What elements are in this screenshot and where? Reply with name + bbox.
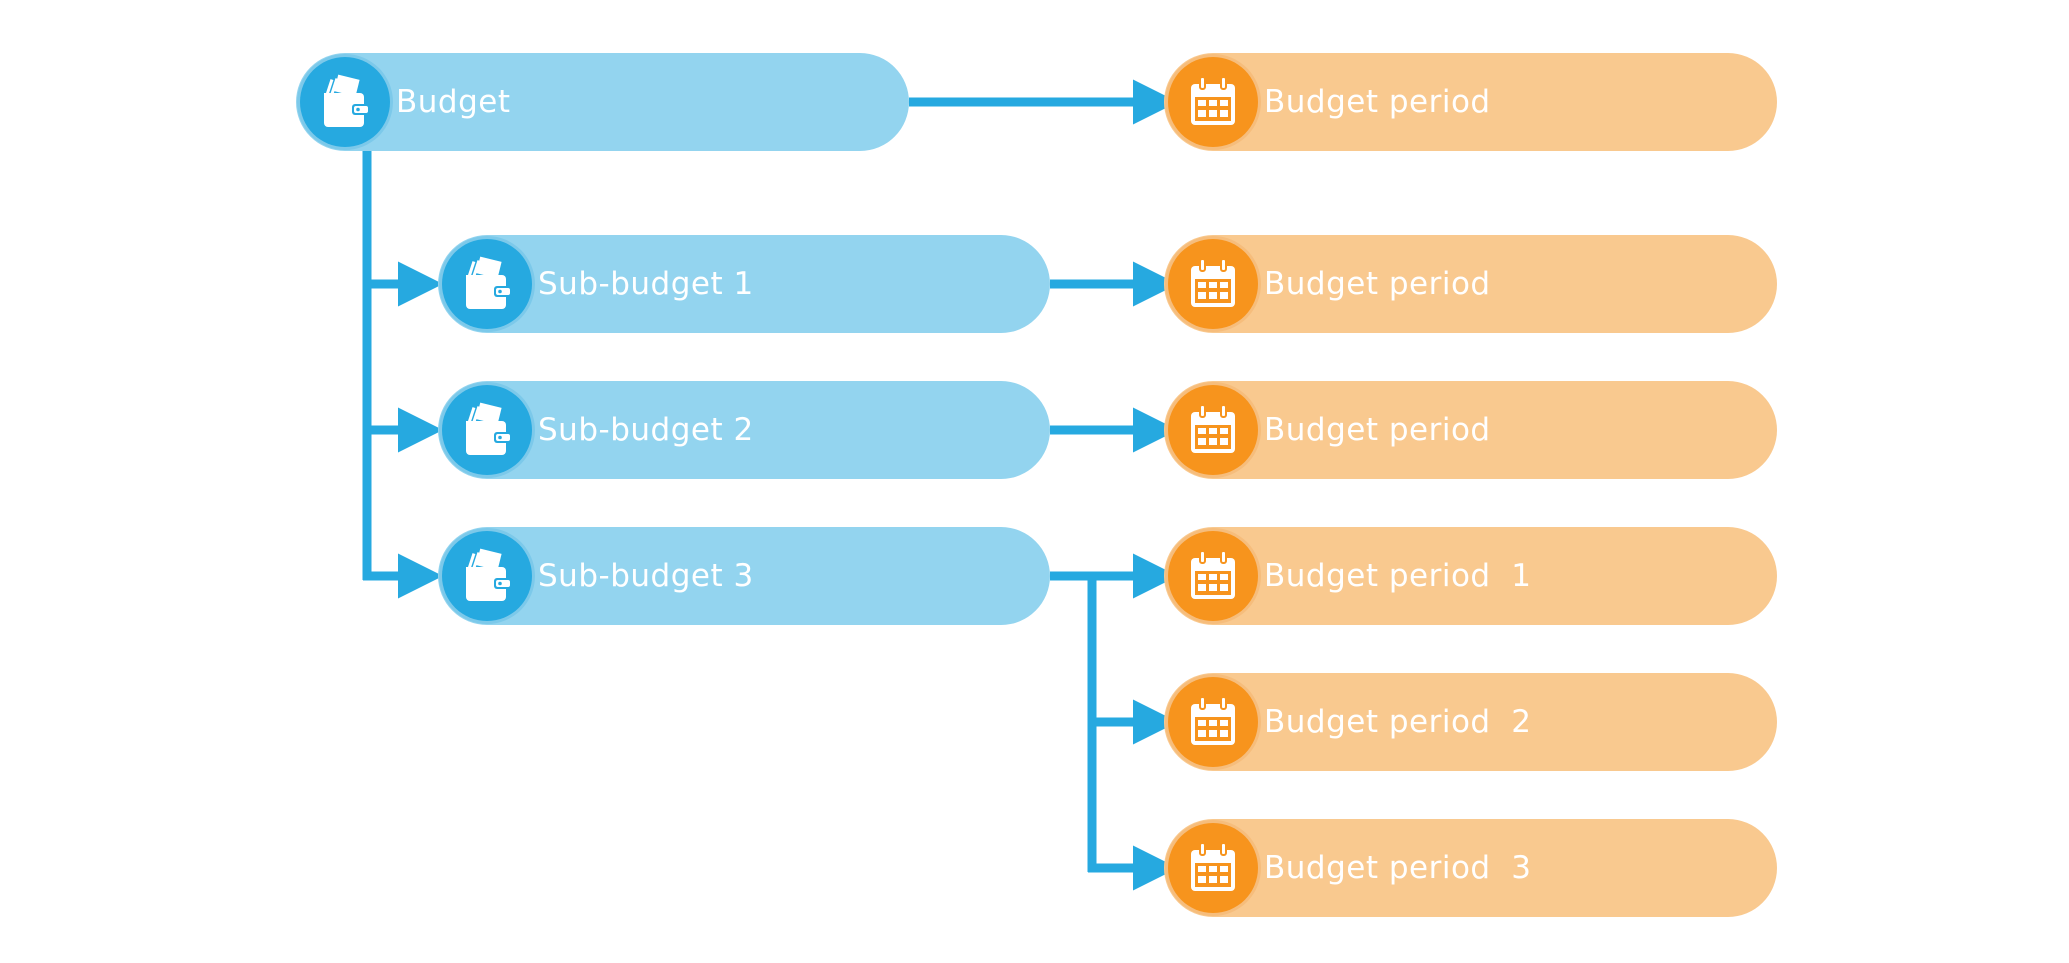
budget-period-node: Budget period [1164, 53, 1777, 151]
wallet-icon [442, 385, 532, 475]
sub-budget-3-period-2-node: Budget period 2 [1164, 673, 1777, 771]
calendar-icon [1168, 531, 1258, 621]
sub-budget-3-node: Sub-budget 3 [438, 527, 1050, 625]
node-label: Budget period [1264, 412, 1491, 448]
node-label: Budget period [1264, 84, 1491, 120]
calendar-icon [1168, 239, 1258, 329]
node-label: Budget period 3 [1264, 850, 1532, 886]
wallet-icon [442, 531, 532, 621]
node-label: Sub-budget 2 [538, 412, 754, 448]
node-label: Budget period 1 [1264, 558, 1532, 594]
sub-budget-1-period-node: Budget period [1164, 235, 1777, 333]
calendar-icon [1168, 57, 1258, 147]
calendar-icon [1168, 677, 1258, 767]
sub-budget-1-node: Sub-budget 1 [438, 235, 1050, 333]
calendar-icon [1168, 385, 1258, 475]
wallet-icon [300, 57, 390, 147]
node-label: Budget period [1264, 266, 1491, 302]
wallet-icon [442, 239, 532, 329]
calendar-icon [1168, 823, 1258, 913]
node-label: Budget [396, 84, 511, 120]
sub-budget-3-period-1-node: Budget period 1 [1164, 527, 1777, 625]
sub-budget-2-node: Sub-budget 2 [438, 381, 1050, 479]
sub-budget-2-period-node: Budget period [1164, 381, 1777, 479]
node-label: Sub-budget 3 [538, 558, 754, 594]
node-label: Sub-budget 1 [538, 266, 754, 302]
sub-budget-3-period-3-node: Budget period 3 [1164, 819, 1777, 917]
node-label: Budget period 2 [1264, 704, 1532, 740]
budget-node: Budget [296, 53, 909, 151]
